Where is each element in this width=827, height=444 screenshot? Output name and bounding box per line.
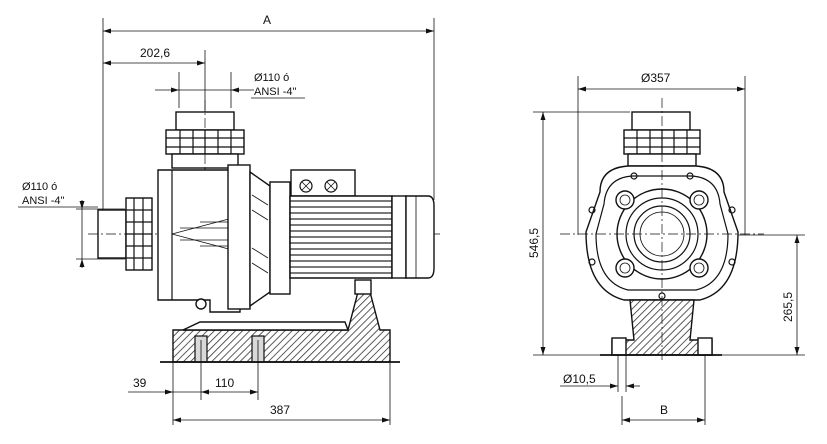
dim-foot-offset-label: 39 <box>133 376 147 390</box>
dim-front-base-width: B <box>621 355 706 425</box>
dim-front-height: 546,5 <box>527 111 630 356</box>
dim-front-axis-height: 265,5 <box>720 234 805 356</box>
dim-inlet-offset-label: 202,6 <box>140 46 170 60</box>
dim-foot-spacing-label: 110 <box>215 376 234 390</box>
dim-front-hole: Ø10,5 <box>560 355 640 392</box>
dim-outlet-size-line1: Ø110 ó <box>254 72 289 84</box>
dim-outlet-size: Ø110 ó ANSI -4" <box>155 72 305 108</box>
dim-inlet-size-line1: Ø110 ó <box>22 181 57 193</box>
dim-front-base-width-label: B <box>660 403 668 417</box>
dim-foot-offsets: 39 110 <box>128 340 259 425</box>
front-view: Ø357 546,5 265,5 <box>527 71 805 425</box>
dim-front-diameter: Ø357 <box>577 71 746 235</box>
dim-front-hole-label: Ø10,5 <box>563 372 596 386</box>
dim-front-height-label: 546,5 <box>527 228 541 258</box>
dim-inlet-size-line2: ANSI -4" <box>22 195 65 207</box>
dim-front-diameter-label: Ø357 <box>641 71 671 85</box>
motor <box>289 169 435 279</box>
dim-base-length-label: 387 <box>270 403 290 417</box>
front-stand <box>600 299 722 356</box>
pump-body <box>157 164 291 313</box>
base-foot <box>160 279 400 363</box>
dim-overall-length: A <box>102 13 435 245</box>
dim-front-axis-height-label: 265,5 <box>781 292 795 322</box>
dim-base-length: 387 <box>173 362 391 425</box>
dim-overall-label: A <box>263 13 271 27</box>
dim-outlet-size-line2: ANSI -4" <box>254 86 297 98</box>
dim-inlet-size: Ø110 ó ANSI -4" <box>18 181 125 268</box>
side-view: A 202,6 Ø110 ó ANSI -4" Ø110 ó ANSI -4" <box>18 13 440 425</box>
